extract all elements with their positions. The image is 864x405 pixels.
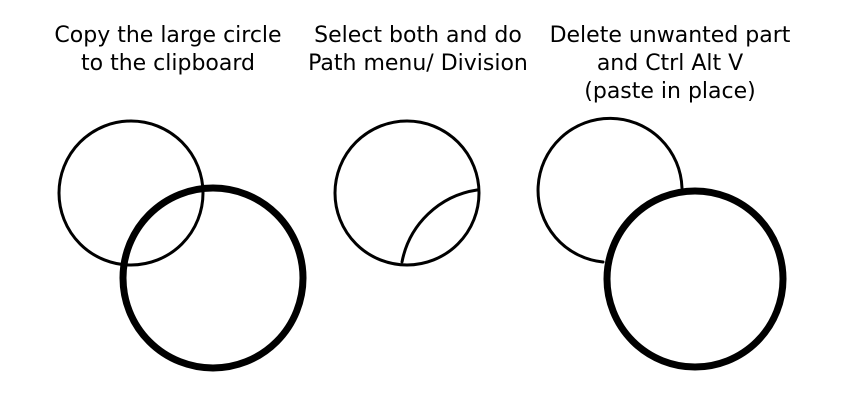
- step-3-remaining-part: [536, 116, 684, 264]
- step-3-pasted-large-circle: [603, 187, 787, 371]
- step-3-shapes: [536, 116, 787, 371]
- step-1-shapes: [57, 119, 307, 372]
- step-2-caption-line-2: Path menu/ Division: [308, 51, 528, 76]
- step-1-caption: Copy the large circle to the clipboard: [40, 22, 296, 78]
- step-1-caption-line-2: to the clipboard: [81, 51, 255, 76]
- step-2-caption-line-1: Select both and do: [314, 23, 522, 48]
- step-2-division-arc: [400, 188, 479, 264]
- step-3-caption-line-2: and Ctrl Alt V: [596, 51, 744, 76]
- step-3-caption-line-1: Delete unwanted part: [549, 23, 791, 48]
- step-3-caption-line-3: (paste in place): [584, 79, 756, 104]
- step-2-shapes: [333, 119, 481, 267]
- step-1-large-circle: [119, 184, 307, 372]
- step-2-caption: Select both and do Path menu/ Division: [292, 22, 544, 78]
- step-3-caption: Delete unwanted part and Ctrl Alt V (pas…: [538, 22, 802, 106]
- step-1-small-circle: [57, 119, 205, 267]
- step-2-divided-circle: [333, 119, 481, 267]
- step-1-caption-line-1: Copy the large circle: [54, 23, 282, 48]
